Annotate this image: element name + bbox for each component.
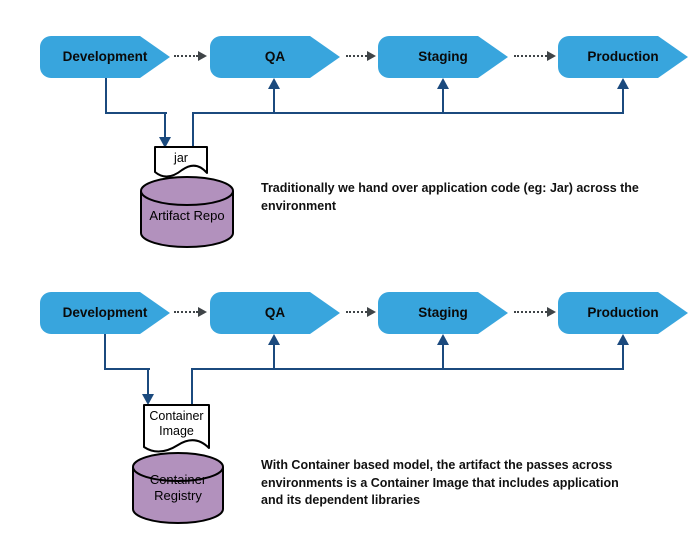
connector-dev-down-1: [105, 78, 107, 114]
cylinder-label: Artifact Repo: [149, 208, 225, 223]
arrowhead-up-icon: [437, 334, 449, 345]
document-label: jar: [174, 151, 188, 165]
stage-label: Development: [62, 305, 148, 320]
branch-qa-1: [273, 87, 275, 114]
stage-production-1: Production: [558, 36, 688, 78]
caption-line: environment: [261, 198, 337, 213]
connector-riser-1: [192, 112, 194, 148]
stage-development-2: Development: [40, 292, 170, 334]
stage-development-1: Development: [40, 36, 170, 78]
chevron-point-icon: [658, 292, 688, 334]
document-icon: [154, 146, 208, 178]
container-registry-cylinder: Container Registry: [132, 452, 224, 529]
stage-staging-1: Staging: [378, 36, 508, 78]
connector-bus-1: [192, 112, 624, 114]
dotted-arrow-icon: [346, 51, 376, 61]
jar-document: jar: [154, 146, 210, 191]
arrowhead-down-icon: [142, 394, 154, 405]
connector-dev-down-2: [104, 334, 106, 370]
chevron-point-icon: [140, 36, 170, 78]
dotted-arrow-icon: [514, 307, 556, 317]
arrowhead-up-icon: [437, 78, 449, 89]
chevron-point-icon: [140, 292, 170, 334]
branch-qa-2: [273, 343, 275, 370]
arrowhead-down-icon: [159, 137, 171, 148]
connector-to-doc-2: [147, 368, 149, 395]
connector-jog-1: [105, 112, 167, 114]
connector-jog-2: [104, 368, 150, 370]
connector-to-doc-1: [164, 112, 166, 138]
chevron-point-icon: [478, 36, 508, 78]
branch-production-1: [622, 87, 624, 114]
artifact-repo-cylinder: Artifact Repo: [140, 176, 234, 253]
stage-qa-2: QA: [210, 292, 340, 334]
stage-production-2: Production: [558, 292, 688, 334]
stage-label: QA: [264, 49, 286, 64]
caption-line: Traditionally we hand over application c…: [261, 181, 639, 195]
arrowhead-up-icon: [268, 78, 280, 89]
caption-line: environments is a Container Image that i…: [261, 475, 619, 490]
arrowhead-up-icon: [617, 334, 629, 345]
document-icon: [143, 404, 210, 453]
caption-container: With Container based model, the artifact…: [261, 457, 619, 510]
arrowhead-up-icon: [617, 78, 629, 89]
container-image-document: Container Image: [143, 404, 212, 465]
stage-qa-1: QA: [210, 36, 340, 78]
dotted-arrow-icon: [174, 51, 207, 61]
chevron-point-icon: [478, 292, 508, 334]
branch-production-2: [622, 343, 624, 370]
branch-staging-2: [442, 343, 444, 370]
dotted-arrow-icon: [514, 51, 556, 61]
chevron-point-icon: [310, 292, 340, 334]
cylinder-icon: [140, 176, 234, 248]
arrowhead-up-icon: [268, 334, 280, 345]
stage-label: QA: [264, 305, 286, 320]
connector-riser-2: [191, 368, 193, 405]
stage-label: Staging: [418, 49, 468, 64]
caption-traditional: Traditionally we hand over application c…: [261, 180, 639, 215]
branch-staging-1: [442, 87, 444, 114]
caption-line: With Container based model, the artifact…: [261, 458, 613, 472]
chevron-point-icon: [310, 36, 340, 78]
dotted-arrow-icon: [346, 307, 376, 317]
stage-staging-2: Staging: [378, 292, 508, 334]
chevron-point-icon: [658, 36, 688, 78]
stage-label: Production: [587, 305, 659, 320]
cylinder-label: Container Registry: [149, 472, 207, 503]
stage-label: Staging: [418, 305, 468, 320]
dotted-arrow-icon: [174, 307, 207, 317]
stage-label: Production: [587, 49, 659, 64]
connector-bus-2: [191, 368, 624, 370]
cylinder-icon: [132, 452, 224, 524]
caption-line: and its dependent libraries: [261, 493, 421, 507]
stage-label: Development: [62, 49, 148, 64]
document-label: Container Image: [149, 409, 204, 438]
